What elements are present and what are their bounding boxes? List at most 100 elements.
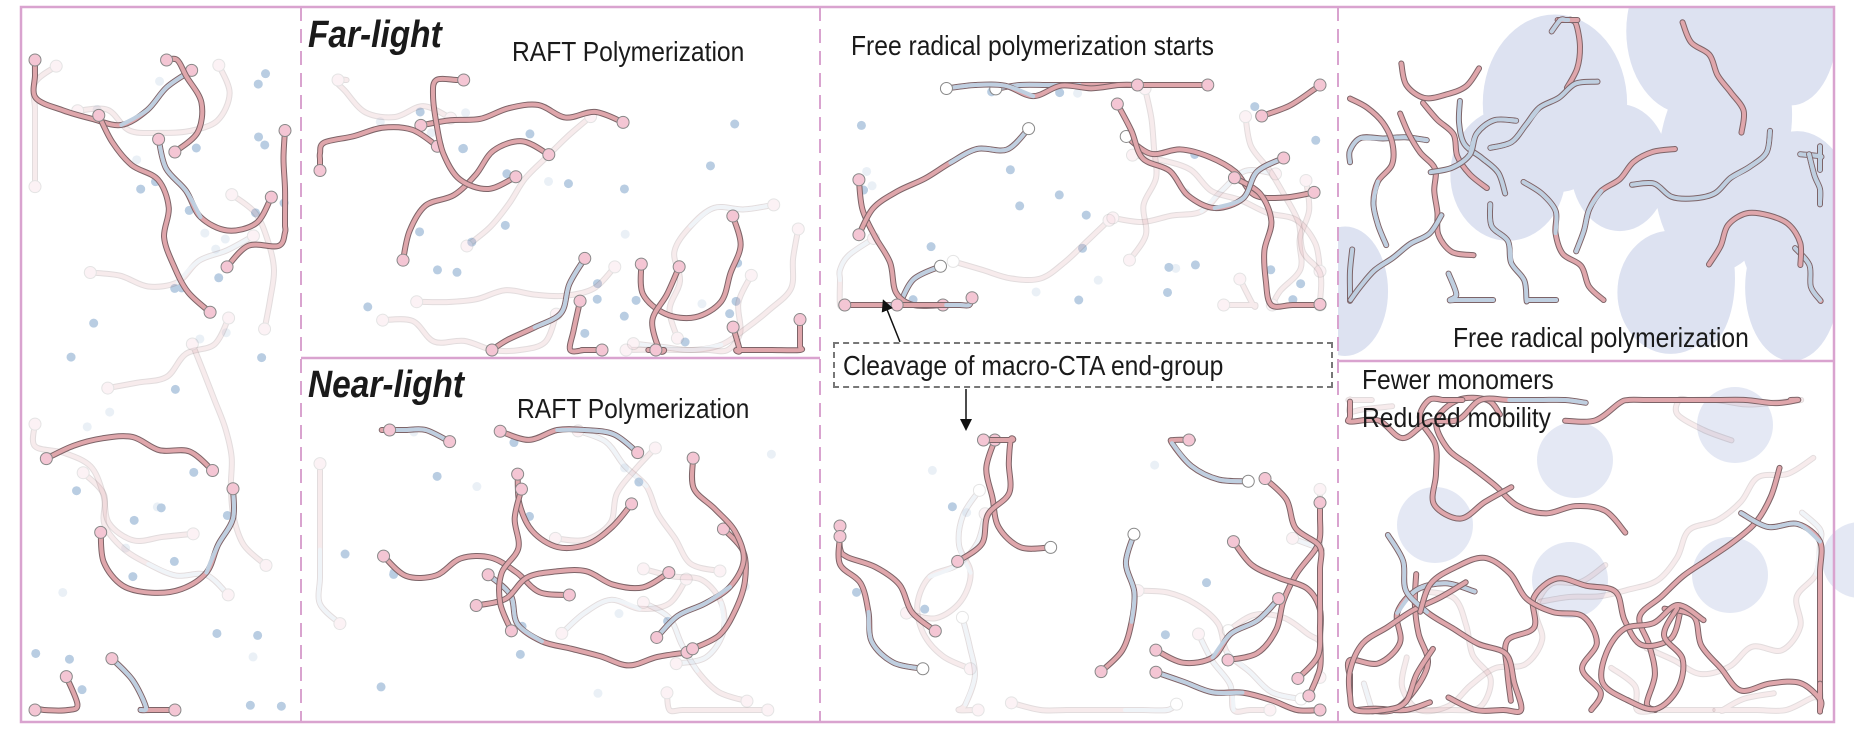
near-light-subtitle: RAFT Polymerization: [517, 393, 750, 424]
monomer-dot: [31, 648, 41, 658]
end-group-bead: [669, 657, 683, 671]
monomer-dot: [852, 587, 862, 597]
end-group-bead: [1130, 78, 1144, 92]
end-group-bead: [1201, 78, 1215, 92]
faded-polymer-chain: [1191, 627, 1277, 717]
end-group-bead: [1122, 253, 1136, 267]
polymer-chain: [1445, 270, 1497, 304]
end-group-bead: [1149, 643, 1163, 657]
end-group-bead: [573, 294, 587, 308]
fewer-monomers-label: Fewer monomers: [1362, 364, 1554, 395]
end-group-bead: [852, 228, 866, 242]
polymer-chain: [1110, 97, 1291, 212]
end-group-bead: [1313, 264, 1327, 278]
end-group-bead: [1258, 472, 1272, 486]
end-group-bead: [376, 313, 390, 327]
monomer-dot: [544, 176, 554, 186]
monomer-dot: [1055, 88, 1065, 98]
end-group-bead: [616, 115, 630, 129]
monomer-dot: [1054, 190, 1064, 200]
end-group-bead: [221, 588, 235, 602]
monomer-pocket: [1692, 537, 1768, 613]
polymer-chain: [1573, 145, 1678, 255]
monomer-dot: [132, 155, 142, 165]
faded-polymer-chain: [1217, 272, 1259, 312]
monomer-dot: [1190, 260, 1200, 270]
end-group-bead: [679, 572, 693, 586]
monomer-dot: [221, 328, 231, 338]
far-light-subtitle: RAFT Polymerization: [512, 36, 745, 67]
polymer-chain: [1397, 110, 1477, 259]
reduced-mobility-label: Reduced mobility: [1362, 402, 1552, 433]
polymer-chain: [890, 291, 979, 312]
polymer-chain: [414, 101, 630, 132]
polymer-chain: [634, 209, 744, 322]
end-group-bead: [1299, 173, 1313, 187]
polymer-chain: [852, 122, 1036, 242]
end-group-bead: [396, 253, 410, 267]
faded-polymer-chain: [1537, 454, 1817, 605]
polymer-chain: [481, 568, 694, 669]
monomer-dot: [725, 309, 735, 319]
polymer-chain: [1227, 171, 1327, 311]
monomer-dot: [634, 477, 644, 487]
end-group-bead: [1272, 592, 1286, 606]
end-group-bead: [619, 343, 633, 357]
polymer-chain: [28, 670, 81, 717]
monomer-dot: [461, 108, 471, 118]
polymer-chain: [220, 124, 292, 274]
monomer-blob: [1743, 7, 1834, 106]
end-group-bead: [648, 441, 662, 455]
monomer-dot: [1266, 265, 1276, 275]
end-group-bead: [672, 260, 686, 274]
end-group-bead: [1170, 697, 1184, 711]
cleavage-callout: Cleavage of macro-CTA end-group: [833, 342, 1333, 388]
end-group-bead: [212, 58, 226, 72]
monomer-pocket: [1822, 522, 1854, 598]
polymer-chain: [1679, 19, 1748, 136]
faded-polymer-chain: [555, 572, 693, 640]
monomer-dot: [620, 463, 630, 473]
polymer-chain: [429, 73, 523, 192]
end-group-bead: [28, 180, 42, 194]
monomer-dot: [614, 609, 624, 619]
end-group-bead: [634, 257, 648, 271]
polymer-chain: [152, 132, 278, 234]
monomer-dot: [705, 161, 715, 171]
end-group-bead: [504, 624, 518, 638]
monomer-dot: [1093, 275, 1103, 285]
polymer-chain: [1520, 178, 1607, 303]
end-group-bead: [511, 467, 525, 481]
end-group-bead: [1239, 110, 1253, 124]
end-group-bead: [670, 331, 684, 345]
end-group-bead: [1291, 671, 1305, 685]
polymer-chain: [983, 433, 1058, 554]
end-group-bead: [469, 599, 483, 613]
monomer-dot: [458, 144, 468, 154]
monomer-dot: [212, 628, 222, 638]
end-group-bead: [258, 322, 272, 336]
end-group-bead: [1022, 122, 1036, 136]
faded-polymer-chain: [410, 260, 622, 309]
monomer-dot: [1031, 287, 1041, 297]
faded-polymer-chain: [225, 188, 277, 336]
monomer-dot: [129, 515, 139, 525]
end-group-bead: [220, 260, 234, 274]
monomer-dot: [169, 556, 179, 566]
end-group-bead: [1102, 213, 1116, 227]
polymer-chain: [1255, 78, 1327, 123]
polymer-chain: [566, 294, 609, 357]
polymer-chain: [1094, 527, 1141, 679]
polymer-chain: [1221, 496, 1327, 667]
monomer-dot: [525, 129, 535, 139]
end-group-bead: [383, 423, 397, 437]
end-group-bead: [313, 457, 327, 471]
end-group-bead: [1313, 496, 1327, 510]
frp-label: Free radical polymerization: [1453, 322, 1749, 353]
faded-polymer-chain: [914, 507, 992, 676]
end-group-bead: [636, 595, 650, 609]
end-group-bead: [939, 81, 953, 95]
end-group-bead: [716, 522, 730, 536]
monomer-dot: [257, 353, 267, 363]
